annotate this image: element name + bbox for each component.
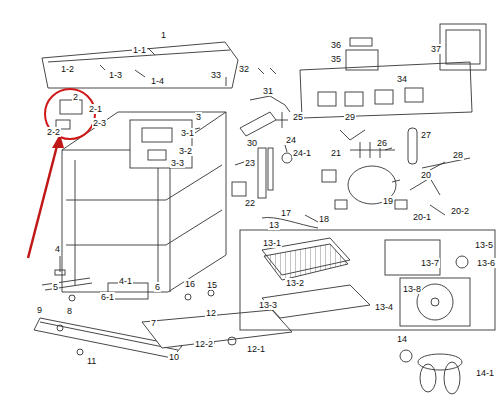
callout-number: 30 <box>246 138 258 148</box>
callout-number: 14 <box>396 334 408 344</box>
callout-number: 2-2 <box>46 127 61 137</box>
callout-number: 8 <box>66 306 73 316</box>
callout-number: 25 <box>292 112 304 122</box>
callout-number: 28 <box>452 150 464 160</box>
callout-number: 20-1 <box>412 212 432 222</box>
callout-number: 13-3 <box>258 300 278 310</box>
callout-number: 37 <box>430 44 442 54</box>
callout-number: 34 <box>396 74 408 84</box>
callout-number: 13-5 <box>474 240 494 250</box>
callout-number: 2-3 <box>92 118 107 128</box>
callout-number: 22 <box>244 198 256 208</box>
callout-number: 23 <box>244 158 256 168</box>
callout-number: 1-1 <box>132 45 147 55</box>
callout-number: 21 <box>330 148 342 158</box>
callout-number: 6 <box>154 282 161 292</box>
callout-number: 24 <box>285 135 297 145</box>
callout-number: 20-2 <box>450 206 470 216</box>
callout-number: 13-4 <box>374 302 394 312</box>
callout-number: 2 <box>72 92 79 102</box>
callout-number: 12-1 <box>246 344 266 354</box>
callout-number: 17 <box>280 208 292 218</box>
callout-number: 3-3 <box>170 158 185 168</box>
callout-number: 1 <box>160 30 167 40</box>
callout-number: 1-2 <box>60 64 75 74</box>
callout-number: 19 <box>382 196 394 206</box>
callout-number: 2-1 <box>88 104 103 114</box>
callout-number: 26 <box>376 138 388 148</box>
callout-number: 16 <box>184 279 196 289</box>
callout-number: 24-1 <box>292 148 312 158</box>
callout-number: 31 <box>262 86 274 96</box>
callout-number: 3-1 <box>180 128 195 138</box>
callout-number: 14-1 <box>475 368 495 378</box>
callout-number: 15 <box>206 280 218 290</box>
callout-number: 4 <box>54 244 61 254</box>
callout-number: 12 <box>205 308 217 318</box>
callout-number: 5 <box>52 282 59 292</box>
callout-number: 4-1 <box>118 276 133 286</box>
callout-number: 13-7 <box>420 258 440 268</box>
callout-number: 9 <box>36 305 43 315</box>
callout-number: 7 <box>150 318 157 328</box>
callout-number: 35 <box>330 54 342 64</box>
callout-number: 6-1 <box>100 292 115 302</box>
callout-number: 3-2 <box>178 146 193 156</box>
callout-number: 18 <box>318 214 330 224</box>
callout-number: 13-2 <box>285 278 305 288</box>
callout-number: 13-1 <box>262 238 282 248</box>
callout-number: 32 <box>238 64 250 74</box>
callout-number: 11 <box>86 356 97 366</box>
callout-number: 13 <box>268 220 280 230</box>
callout-number: 13-6 <box>476 258 496 268</box>
callout-number: 27 <box>420 130 432 140</box>
callout-number: 20 <box>420 170 432 180</box>
callout-number: 33 <box>210 70 222 80</box>
callout-number: 12-2 <box>194 339 214 349</box>
callout-number: 36 <box>330 40 342 50</box>
callout-number: 13-8 <box>402 284 422 294</box>
callout-number: 29 <box>344 112 356 122</box>
callout-number: 3 <box>195 112 202 122</box>
callout-number: 1-3 <box>108 70 123 80</box>
callout-number: 10 <box>168 352 180 362</box>
callout-number: 1-4 <box>150 76 165 86</box>
